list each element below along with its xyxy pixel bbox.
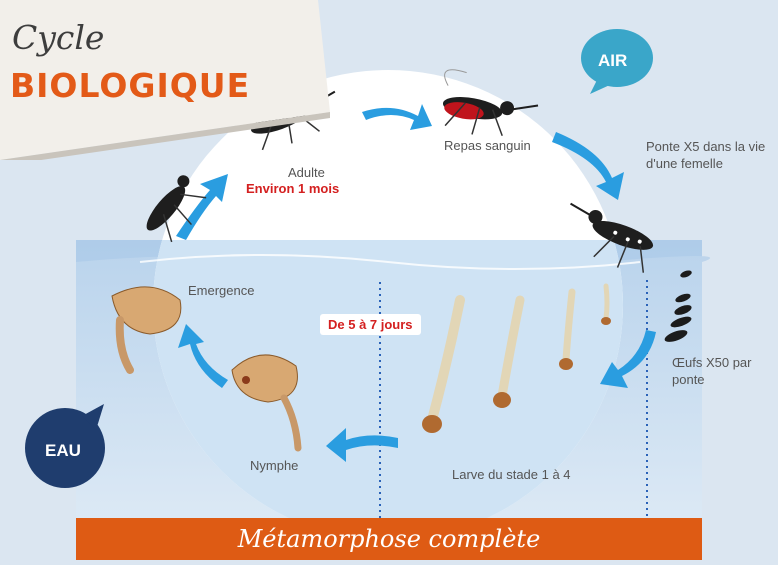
title-line1: Cycle	[12, 18, 104, 57]
label-larve: Larve du stade 1 à 4	[452, 466, 571, 483]
air-label: AIR	[598, 51, 627, 71]
label-adulte-duration: Environ 1 mois	[246, 180, 339, 197]
label-ponte: Ponte X5 dans la vie d'une femelle	[646, 138, 774, 172]
label-nymphe: Nymphe	[250, 457, 298, 474]
metamorphose-banner: Métamorphose complète	[76, 518, 702, 560]
eau-label: EAU	[45, 441, 81, 461]
title-line2: BIOLOGIQUE	[10, 66, 250, 105]
label-repas: Repas sanguin	[444, 137, 531, 154]
label-adulte: Adulte	[288, 164, 325, 181]
label-emergence: Emergence	[188, 282, 254, 299]
water-duration-badge: De 5 à 7 jours	[320, 314, 421, 335]
label-oeufs: Œufs X50 par ponte	[672, 354, 752, 388]
